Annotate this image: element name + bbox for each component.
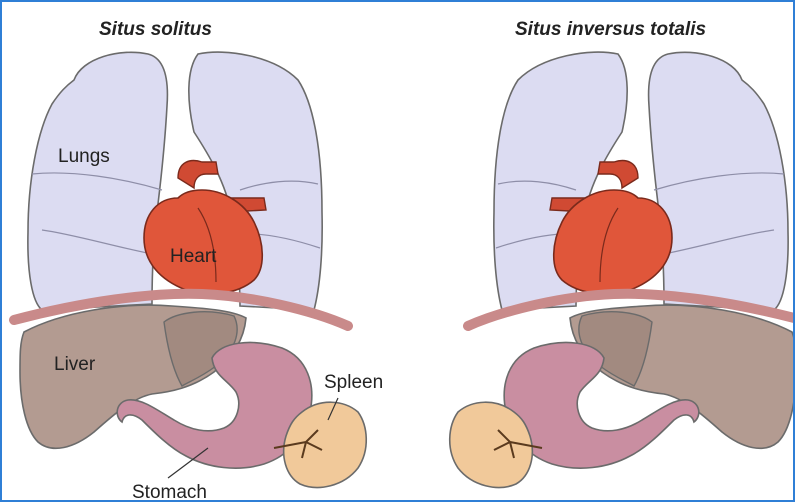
right-panel-lung-a [649,52,789,310]
title-situs-inversus: Situs inversus totalis [515,19,706,40]
label-stomach: Stomach [132,482,207,502]
label-lungs: Lungs [58,146,110,167]
panel-situs-solitus: Situs solitus [14,19,383,502]
mirrored-organs [450,52,795,487]
right-lung [28,52,168,310]
title-situs-solitus: Situs solitus [99,19,212,40]
label-heart: Heart [170,246,217,267]
right-panel-aorta [598,161,638,188]
aorta-arch [178,161,218,188]
panel-situs-inversus: Situs inversus totalis [450,19,795,487]
label-liver: Liver [54,354,96,375]
label-spleen: Spleen [324,372,383,393]
